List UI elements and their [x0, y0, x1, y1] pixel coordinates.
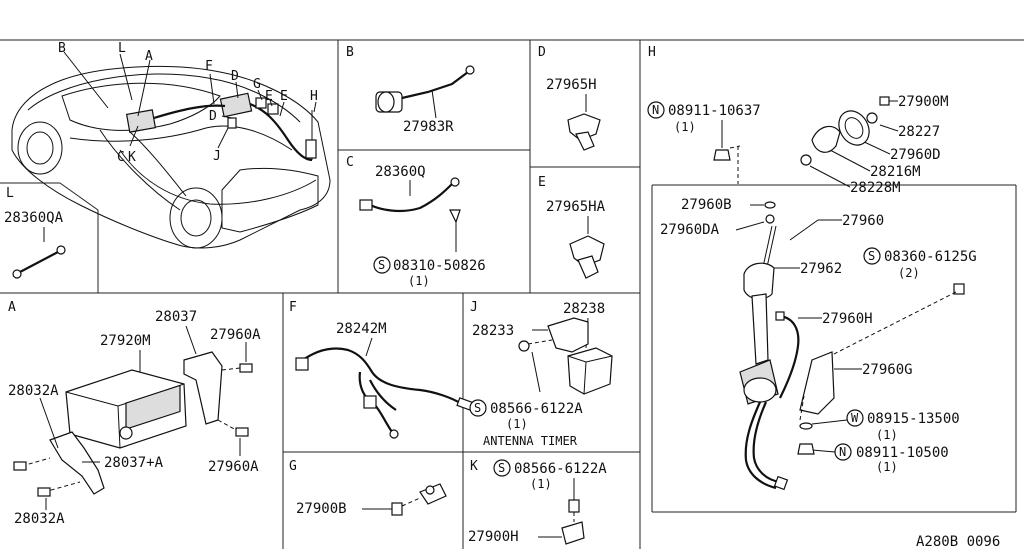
part-number: 28242M [336, 321, 387, 337]
symbol-letter: S [378, 258, 385, 272]
section-k: K S 08566-6122A (1) 27900H [468, 459, 607, 545]
bolt-symbol [373, 256, 391, 274]
section-f: F 28242M [289, 300, 474, 439]
section-b: B 27983R [346, 45, 475, 135]
symbol-letter: S [498, 461, 505, 475]
callout-letter: D [209, 109, 217, 124]
symbol-letter: N [652, 103, 659, 117]
part-number: 08915-13500 [867, 411, 960, 427]
part-number: 27983R [403, 119, 454, 135]
part-number: 27960B [681, 197, 732, 213]
quantity: (2) [898, 266, 920, 280]
part-number: 27900B [296, 501, 347, 517]
symbol-letter: S [868, 249, 875, 263]
quantity: (1) [876, 428, 898, 442]
section-letter: J [470, 300, 478, 315]
callout-letter: L [118, 41, 126, 56]
part-number: 27960DA [660, 222, 720, 238]
section-g: G 27900B [289, 459, 447, 517]
symbol-letter: W [851, 411, 859, 425]
part-number: 08911-10637 [668, 103, 761, 119]
part-number: 27965HA [546, 199, 606, 215]
caption: ANTENNA TIMER [483, 434, 578, 448]
part-number: 27900M [898, 94, 949, 110]
part-number: 27960 [842, 213, 884, 229]
callout-letter: A [145, 49, 153, 64]
part-number: 28238 [563, 301, 605, 317]
symbol-letter: N [839, 445, 846, 459]
part-number: 27960D [890, 147, 941, 163]
diagram-code: A280B 0096 [916, 534, 1000, 549]
part-number: 08566-6122A [514, 461, 607, 477]
section-d: D 27965H [538, 45, 601, 151]
section-letter: C [346, 155, 354, 170]
section-frames [0, 39, 1024, 549]
part-number: 28228M [850, 180, 901, 196]
callout-letter: C [117, 150, 125, 165]
part-number: 28360Q [375, 164, 426, 180]
part-number: 27900H [468, 529, 519, 545]
section-l: L 28360QA [4, 186, 66, 279]
quantity: (1) [506, 417, 528, 431]
callout-letter: B [58, 41, 66, 56]
part-number: 08360-6125G [884, 249, 977, 265]
washer-symbol [846, 409, 864, 427]
section-letter: E [538, 175, 546, 190]
callout-letter: H [310, 89, 318, 104]
part-number: 27960A [210, 327, 261, 343]
part-number: 27960G [862, 362, 913, 378]
quantity: (1) [530, 477, 552, 491]
part-number: 27960H [822, 311, 873, 327]
section-letter: D [538, 45, 546, 60]
section-letter: K [470, 459, 478, 474]
part-number: 08310-50826 [393, 258, 486, 274]
callout-letter: D [231, 69, 239, 84]
bolt-symbol [863, 247, 881, 265]
symbol-letter: S [474, 401, 481, 415]
quantity: (1) [674, 120, 696, 134]
part-number: 28360QA [4, 210, 64, 226]
part-number: 27920M [100, 333, 151, 349]
callout-letter: F [205, 59, 213, 74]
nut-symbol [647, 101, 665, 119]
car-overview-illustration: B L A F D G E E H D C K J [11, 41, 331, 249]
part-number: 08566-6122A [490, 401, 583, 417]
section-letter: L [6, 186, 14, 201]
part-number: 28032A [14, 511, 65, 527]
section-e: E 27965HA [538, 175, 606, 279]
quantity: (1) [408, 274, 430, 288]
section-j: J 28238 28233 S 08566-6122A (1) ANTENNA … [469, 300, 613, 448]
part-number: 08911-10500 [856, 445, 949, 461]
section-a: A 28037 27920M 27960A 28032A 28037+A 279… [8, 300, 261, 527]
section-letter: B [346, 45, 354, 60]
part-number: 28216M [870, 164, 921, 180]
part-number: 28233 [472, 323, 514, 339]
section-h: H N 08911-10637 (1) 27900M 28227 27960D … [647, 45, 977, 491]
quantity: (1) [876, 460, 898, 474]
part-number: 27962 [800, 261, 842, 277]
part-number: 27965H [546, 77, 597, 93]
section-c: C 28360Q S 08310-50826 (1) [346, 155, 486, 288]
part-number: 28032A [8, 383, 59, 399]
callout-letter: K [128, 150, 136, 165]
bolt-symbol [493, 459, 511, 477]
callout-letter: E [265, 89, 273, 104]
bolt-symbol [469, 399, 487, 417]
callout-letter: G [253, 77, 261, 92]
part-number: 28037 [155, 309, 197, 325]
part-number: 27960A [208, 459, 259, 475]
part-number: 28037+A [104, 455, 164, 471]
section-letter: F [289, 300, 297, 315]
callout-letter: E [280, 89, 288, 104]
section-letter: G [289, 459, 297, 474]
callout-letter: J [213, 149, 221, 164]
section-letter: A [8, 300, 16, 315]
part-number: 28227 [898, 124, 940, 140]
section-letter: H [648, 45, 656, 60]
